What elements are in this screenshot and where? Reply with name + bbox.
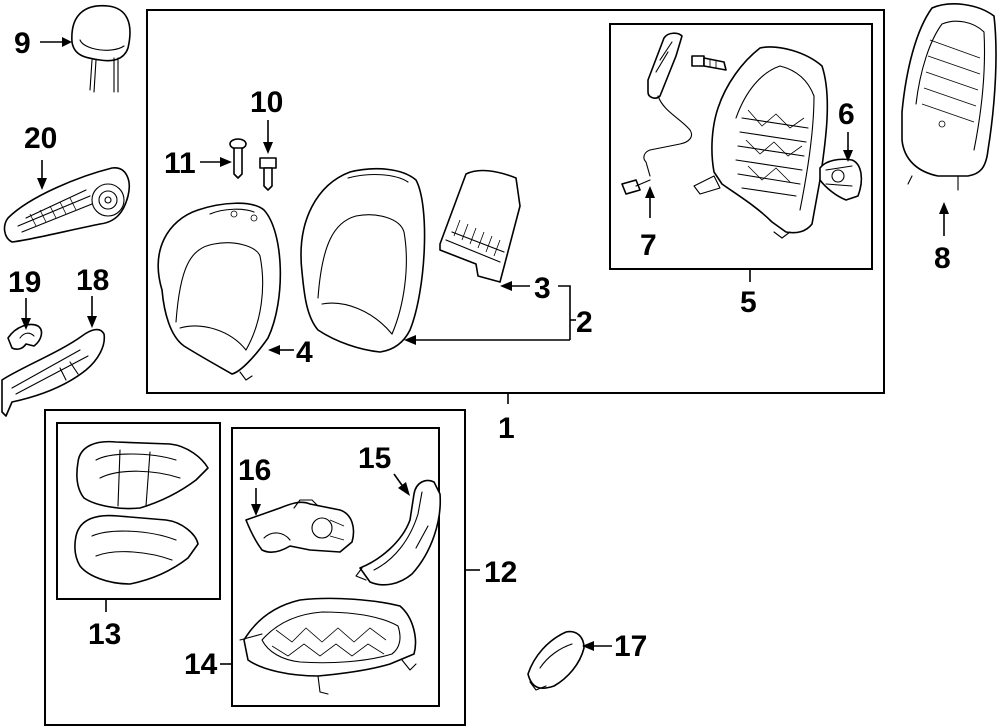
callout-13: 13 (88, 618, 121, 651)
seat-back-frame-part (693, 46, 829, 239)
callout-11: 11 (164, 147, 196, 180)
seat-back-pad-part (300, 167, 426, 353)
callout-8: 8 (934, 242, 951, 275)
callout-19: 19 (8, 266, 41, 299)
trim-cover-part (527, 630, 585, 691)
recliner-mechanism-part (819, 158, 863, 201)
callout-1: 1 (498, 412, 515, 445)
cushion-pad-part (74, 514, 199, 585)
seat-back-frame-group-box (609, 23, 873, 270)
armrest-part (3, 167, 130, 243)
callout-5: 5 (740, 286, 757, 319)
callout-6: 6 (838, 98, 855, 131)
callout-2: 2 (576, 306, 593, 339)
headrest-part (71, 4, 131, 93)
callout-7: 7 (640, 229, 657, 262)
side-airbag-module-part (647, 32, 683, 99)
seat-back-panel-part (901, 3, 997, 191)
wiring-harness-part (621, 95, 693, 195)
leader-lines (21, 37, 949, 665)
seat-adjust-motor-part (245, 499, 355, 553)
side-trim-part (1, 328, 106, 417)
callout-16: 16 (238, 454, 271, 487)
callout-17: 17 (614, 630, 647, 663)
callout-15: 15 (358, 442, 391, 475)
callout-9: 9 (14, 27, 31, 60)
seat-cushion-group-box (44, 409, 466, 726)
seat-back-cover-part (157, 202, 282, 381)
cushion-pad-group-box (56, 422, 221, 600)
cushion-cover-part (76, 440, 209, 510)
screw-part (259, 157, 277, 191)
callout-3: 3 (534, 272, 551, 305)
bolt-part (229, 138, 247, 179)
callout-14: 14 (184, 648, 218, 681)
cushion-frame-group-box (231, 427, 440, 707)
side-bracket-part (355, 479, 442, 586)
callout-20: 20 (24, 122, 57, 155)
clip-part (7, 323, 43, 350)
airbag-bolt-part (691, 55, 727, 71)
callout-4: 4 (296, 336, 313, 369)
seat-back-group-box (146, 9, 885, 394)
cushion-frame-part (239, 597, 417, 695)
callout-18: 18 (76, 264, 109, 297)
lumbar-panel-part (439, 169, 521, 283)
callout-10: 10 (250, 86, 283, 119)
callout-12: 12 (484, 556, 517, 589)
